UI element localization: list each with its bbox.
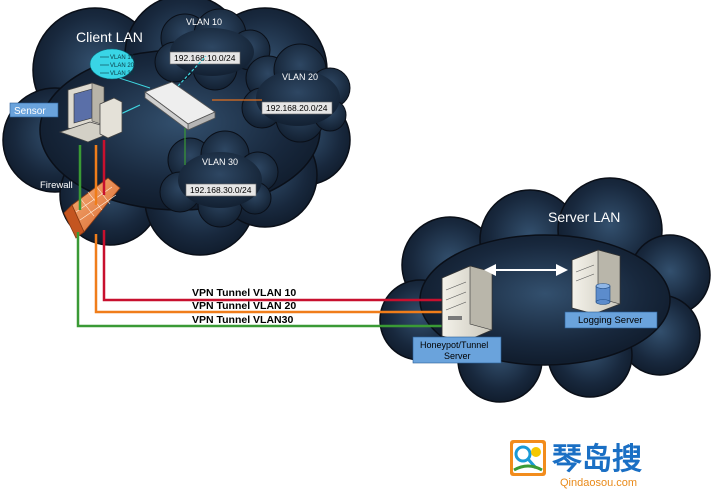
client-lan-title: Client LAN bbox=[76, 29, 143, 45]
tunnel-vlan20-line bbox=[94, 234, 445, 314]
watermark-cn: 琴岛搜 bbox=[552, 442, 642, 477]
firewall-label: Firewall bbox=[40, 180, 73, 191]
vlan30-subnet: 192.168.30.0/24 bbox=[190, 185, 252, 195]
tunnel-vlan30-line bbox=[76, 232, 445, 328]
tunnel-vlan30-label: VPN Tunnel VLAN30 bbox=[192, 314, 293, 326]
tunnel-vlan10-label: VPN Tunnel VLAN 10 bbox=[192, 287, 296, 299]
vlan20-cloud bbox=[241, 43, 351, 143]
logging-server-icon bbox=[571, 249, 621, 315]
watermark-en: Qindaosou.com bbox=[560, 477, 637, 489]
honeypot-label-box bbox=[412, 336, 502, 364]
watermark-logo-icon bbox=[510, 440, 546, 476]
logging-label-box bbox=[564, 311, 658, 329]
vlan-callout: VLAN 10 VLAN 20 VLAN 30 bbox=[89, 48, 135, 80]
server-lan-title: Server LAN bbox=[548, 209, 620, 225]
vlan10-subnet-box: 192.168.10.0/24 bbox=[169, 51, 241, 65]
switch-icon bbox=[144, 81, 216, 131]
callout-vlan30: VLAN 30 bbox=[110, 71, 135, 77]
sensor-label: Sensor bbox=[14, 106, 46, 117]
honeypot-label-line2: Server bbox=[444, 351, 471, 361]
callout-vlan20: VLAN 20 bbox=[110, 63, 135, 69]
callout-vlan10: VLAN 10 bbox=[110, 55, 135, 61]
switch-vlan10-link bbox=[177, 55, 207, 87]
honeypot-server-icon bbox=[441, 265, 493, 343]
vlan30-name: VLAN 30 bbox=[202, 157, 238, 167]
tunnel-vlan20-label: VPN Tunnel VLAN 20 bbox=[192, 300, 296, 312]
vlan10-subnet: 192.168.10.0/24 bbox=[174, 53, 236, 63]
server-lan-cloud bbox=[379, 177, 711, 403]
sensor-label-box bbox=[9, 102, 59, 118]
tunnel-vlan10-line bbox=[102, 230, 445, 302]
vlan20-subnet-box: 192.168.20.0/24 bbox=[261, 101, 333, 115]
logging-server-label: Logging Server bbox=[578, 315, 642, 326]
honeypot-label-line1: Honeypot/Tunnel bbox=[420, 340, 488, 350]
bidirectional-arrow-icon bbox=[484, 264, 568, 276]
vlan10-name: VLAN 10 bbox=[186, 17, 222, 27]
vlan20-name: VLAN 20 bbox=[282, 72, 318, 82]
vlan20-subnet: 192.168.20.0/24 bbox=[266, 103, 328, 113]
sensor-computer-icon bbox=[58, 82, 123, 143]
database-icon bbox=[595, 283, 611, 305]
vlan30-subnet-box: 192.168.30.0/24 bbox=[185, 183, 257, 197]
